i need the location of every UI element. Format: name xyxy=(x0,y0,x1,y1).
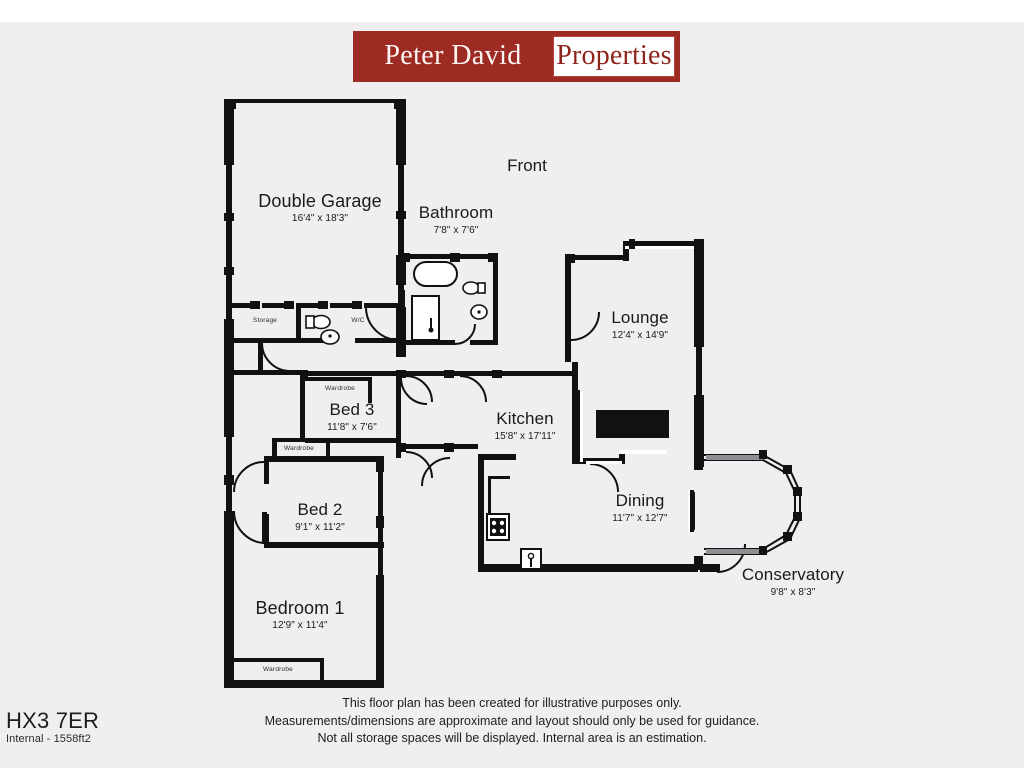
internal-area-text: Internal - 1558ft2 xyxy=(6,733,91,745)
room-label-lounge: Lounge 12'4" x 14'9" xyxy=(611,308,669,341)
orientation-label-front: Front xyxy=(507,156,547,175)
room-label-bed-3: Bed 3 11'8" x 7'6" xyxy=(327,400,377,433)
room-label-bed-2: Bed 2 9'1" x 11'2" xyxy=(295,500,345,533)
toilet-fixture-bathroom xyxy=(462,281,486,295)
room-label-double-garage: Double Garage 16'4" x 18'3" xyxy=(258,191,382,224)
kitchen-sink-fixture xyxy=(520,548,542,570)
bathtub-fixture xyxy=(413,261,458,287)
disclaimer-line-2: Measurements/dimensions are approximate … xyxy=(264,713,760,728)
company-logo: Peter David Properties xyxy=(353,31,680,82)
hob-fixture xyxy=(486,513,510,541)
room-label-bathroom: Bathroom 7'8" x 7'6" xyxy=(418,203,494,236)
walls-layer xyxy=(224,99,802,688)
page-background xyxy=(0,22,1024,768)
shower-fixture xyxy=(411,295,440,341)
sink-fixture-wc xyxy=(320,329,340,345)
disclaimer-text: This floor plan has been created for ill… xyxy=(265,695,760,748)
room-label-conservatory: Conservatory 9'8" x 8'3" xyxy=(741,565,845,598)
logo-text-peter-david: Peter David xyxy=(384,39,522,71)
room-label-dining: Dining 11'7" x 12'7" xyxy=(612,491,668,524)
toilet-fixture-wc xyxy=(305,314,331,330)
area-label-wardrobe-hall: Wardrobe xyxy=(284,445,314,452)
sink-fixture-bathroom xyxy=(470,304,488,320)
room-label-kitchen: Kitchen 15'8" x 17'11" xyxy=(494,409,556,442)
disclaimer-line-3: Not all storage spaces will be displayed… xyxy=(317,731,707,745)
property-postcode: HX3 7ER xyxy=(6,708,100,733)
disclaimer-line-1: This floor plan has been created for ill… xyxy=(342,696,682,710)
room-label-bedroom-1: Bedroom 1 12'9" x 11'4" xyxy=(255,598,345,631)
area-label-wc: W/C xyxy=(351,317,365,324)
area-label-wardrobe-bed3: Wardrobe xyxy=(325,385,355,392)
logo-text-properties: Properties xyxy=(553,36,675,77)
area-label-storage: Storage xyxy=(252,317,278,324)
area-label-wardrobe-bedroom1: Wardrobe xyxy=(263,666,293,673)
conservatory-joints xyxy=(759,450,802,555)
